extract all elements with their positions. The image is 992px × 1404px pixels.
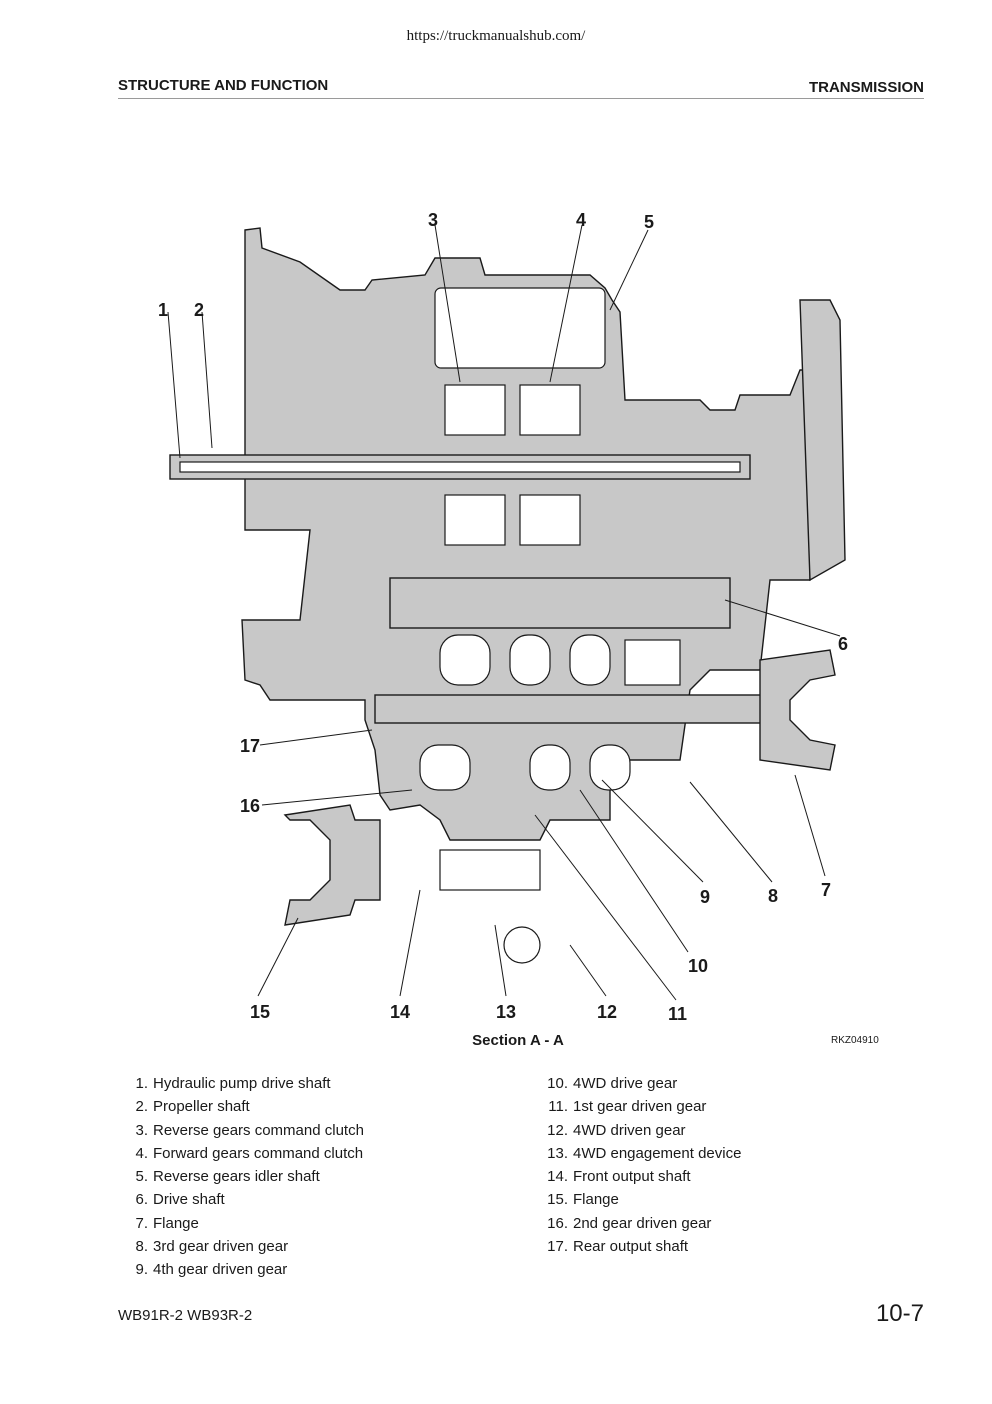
legend-item: 15.Flange: [547, 1191, 619, 1209]
leader-11: [534, 814, 677, 1001]
callout-9: 9: [700, 887, 710, 907]
engagement-cavity: [439, 849, 541, 891]
legend-item: 2.Propeller shaft: [135, 1098, 250, 1116]
pump-port: [503, 926, 541, 964]
pump-housing: [799, 299, 846, 582]
legend-item: 5.Reverse gears idler shaft: [135, 1168, 320, 1186]
callout-14: 14: [390, 1002, 410, 1022]
callout-3: 3: [428, 210, 438, 230]
callout-1: 1: [158, 300, 168, 320]
callout-5: 5: [644, 212, 654, 232]
header-divider: [118, 98, 924, 99]
legend-item: 8.3rd gear driven gear: [135, 1238, 289, 1256]
legend-item: 1.Hydraulic pump drive shaft: [135, 1075, 331, 1092]
legend-item: 9.4th gear driven gear: [135, 1261, 288, 1279]
legend-item: 11.1st gear driven gear: [548, 1098, 707, 1116]
legend-item: 4.Forward gears command clutch: [135, 1144, 364, 1162]
clutch-pack-left-lower: [444, 494, 506, 546]
leader-6: [724, 599, 841, 637]
leader-1: [167, 311, 181, 459]
clutch-pack-right-lower: [519, 494, 581, 546]
clutch-pack-left: [444, 384, 506, 436]
figure-code: RKZ04910: [831, 1035, 879, 1046]
leader-5: [609, 229, 649, 311]
idler-shaft: [389, 577, 731, 629]
leader-10: [579, 789, 689, 953]
clutch-pack-right: [519, 384, 581, 436]
legend-item: 14.Front output shaft: [547, 1168, 691, 1186]
source-url[interactable]: https://truckmanualshub.com/: [406, 28, 586, 44]
leader-9: [601, 779, 704, 883]
gear-pocket-4: [624, 639, 681, 686]
rear-flange: [759, 649, 836, 771]
leader-12: [569, 944, 607, 997]
leader-13: [494, 924, 507, 997]
legend-column-2: 10.4WD drive gear 11.1st gear driven gea…: [546, 1072, 741, 1258]
model-footer: WB91R-2 WB93R-2: [118, 1307, 253, 1324]
shaft-bore: [179, 461, 741, 473]
legend-item: 12.4WD driven gear: [547, 1121, 686, 1139]
upper-cavity: [434, 287, 606, 369]
callout-6: 6: [838, 634, 848, 654]
callout-7: 7: [821, 880, 831, 900]
transmission-svg: 1 2 3 4 5 6 7 8 9 10 11 12 13 14 15 16 1…: [158, 210, 848, 1024]
leader-7: [794, 774, 826, 877]
front-flange: [283, 804, 381, 926]
callout-10: 10: [688, 956, 708, 976]
leader-17: [259, 729, 373, 746]
callout-17: 17: [240, 736, 260, 756]
legend-item: 10.4WD drive gear: [547, 1075, 678, 1092]
chapter-title: TRANSMISSION: [808, 79, 924, 96]
callout-12: 12: [597, 1002, 617, 1022]
leader-2: [201, 311, 213, 449]
callout-13: 13: [496, 1002, 516, 1022]
transmission-section-drawing: 1 2 3 4 5 6 7 8 9 10 11 12 13 14 15 16 1…: [150, 200, 890, 1030]
gear-pocket-3: [569, 634, 611, 686]
gear-pocket-7: [589, 744, 631, 791]
callout-16: 16: [240, 796, 260, 816]
callout-15: 15: [250, 1002, 270, 1022]
leader-14: [399, 889, 421, 997]
callout-8: 8: [768, 886, 778, 906]
legend-item: 13.4WD engagement device: [547, 1144, 742, 1162]
leader-15: [257, 917, 299, 997]
callout-2: 2: [194, 300, 204, 320]
leader-4: [549, 224, 583, 383]
leader-3: [434, 224, 461, 383]
section-title: STRUCTURE AND FUNCTION: [118, 77, 329, 94]
gear-pocket-5: [419, 744, 471, 791]
callout-4: 4: [576, 210, 586, 230]
gear-pocket-2: [509, 634, 551, 686]
figure-caption: Section A - A: [472, 1032, 564, 1049]
leader-8: [689, 781, 773, 883]
legend-item: 17.Rear output shaft: [547, 1238, 689, 1256]
legend-column-1: 1.Hydraulic pump drive shaft 2.Propeller…: [126, 1072, 364, 1282]
legend-item: 16.2nd gear driven gear: [547, 1214, 712, 1232]
output-shaft: [374, 694, 786, 724]
callout-11: 11: [668, 1004, 687, 1024]
leader-16: [261, 789, 413, 806]
legend-item: 6.Drive shaft: [135, 1191, 225, 1209]
gear-pocket-6: [529, 744, 571, 791]
legend-item: 3.Reverse gears command clutch: [135, 1121, 364, 1139]
gear-pocket-1: [439, 634, 491, 686]
legend-item: 7.Flange: [135, 1214, 199, 1232]
page-number: 10-7: [875, 1300, 924, 1327]
